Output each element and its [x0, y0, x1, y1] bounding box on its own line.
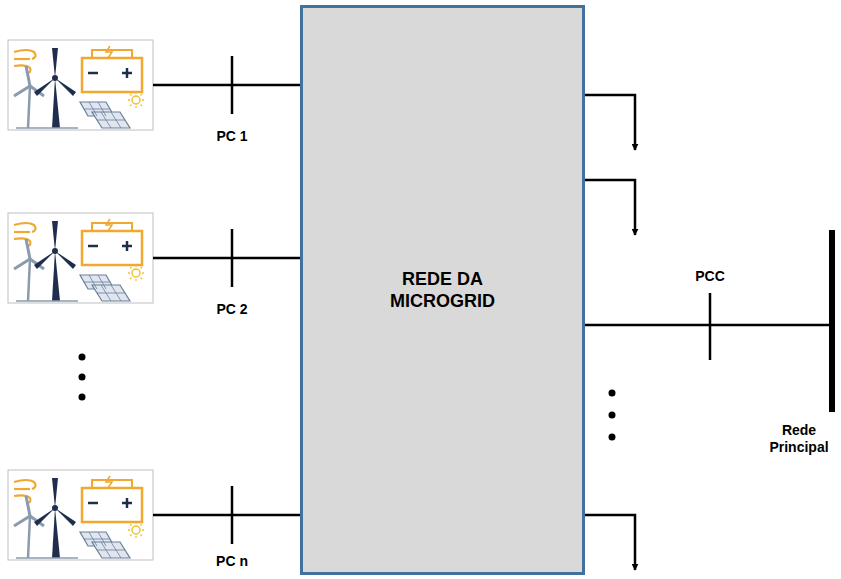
pcc-connection — [584, 230, 832, 412]
grid-label: Rede Principal — [762, 422, 836, 456]
connection-point-label: PC 1 — [216, 128, 247, 145]
connection-point-label: PC 2 — [216, 301, 247, 318]
renewable-icon — [8, 470, 153, 560]
connection-point-label: PC n — [216, 553, 248, 570]
load-arrows — [584, 95, 635, 570]
feeder-lines — [153, 56, 301, 544]
pcc-label: PCC — [695, 268, 725, 285]
renewable-icon — [8, 213, 153, 303]
renewable-icon — [8, 40, 153, 130]
box-label: REDE DA MICROGRID — [368, 268, 518, 313]
network-box: REDE DA MICROGRID — [300, 5, 585, 575]
